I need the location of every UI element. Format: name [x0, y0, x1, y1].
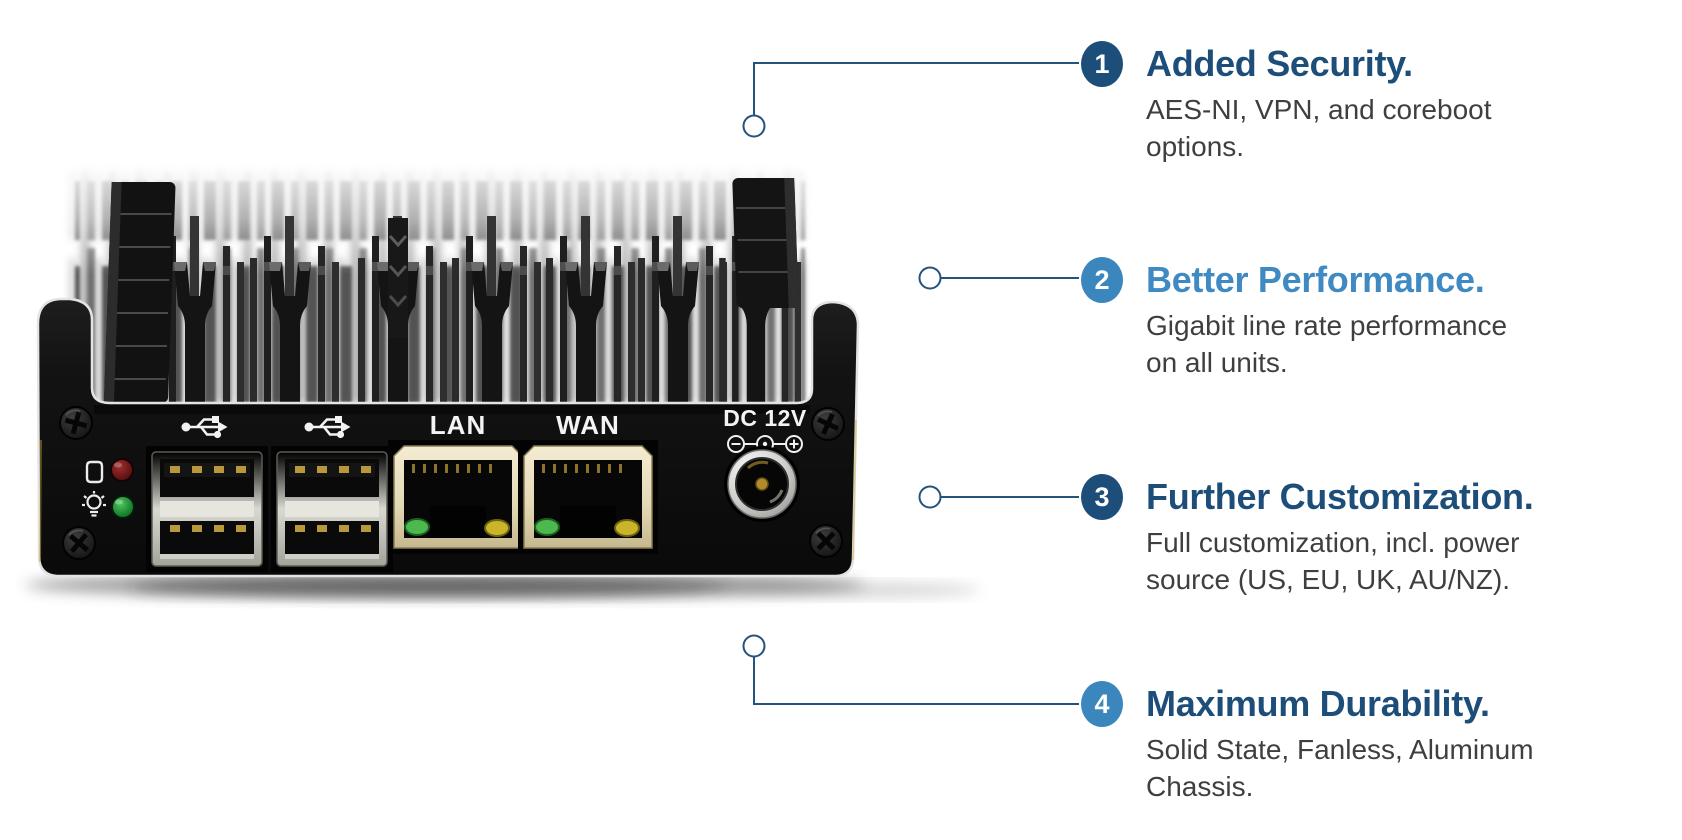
callout-3-title: Further Customization. — [1146, 476, 1534, 517]
screw-bottom-left — [62, 526, 96, 560]
lan-label: LAN — [430, 410, 486, 440]
dc-polarity-icon — [727, 435, 803, 453]
connector-dot-4 — [742, 634, 766, 658]
device-shadow — [25, 572, 980, 598]
body-line: Full customization, incl. power — [1146, 527, 1520, 558]
screw-top-right — [811, 407, 845, 441]
body-line: Chassis. — [1146, 771, 1254, 802]
heatsink-left-column — [103, 182, 176, 403]
dc-label: DC 12V — [723, 405, 807, 431]
callout-2: Better Performance. Gigabit line rate pe… — [1146, 258, 1636, 381]
screw-bottom-right — [809, 524, 843, 558]
body-line: Gigabit line rate performance — [1146, 310, 1508, 341]
front-panel: LAN WAN — [36, 297, 860, 578]
body-line: options. — [1146, 131, 1245, 162]
callout-1-body: AES-NI, VPN, and coreboot options. — [1146, 91, 1636, 165]
heatsink-right-column — [732, 178, 799, 308]
lan-activity-led — [484, 519, 510, 537]
power-led — [111, 495, 135, 519]
callout-3-body: Full customization, incl. power source (… — [1146, 524, 1636, 598]
callout-4-title: Maximum Durability. — [1146, 683, 1490, 724]
callout-connectors — [742, 62, 1079, 705]
callout-4-body: Solid State, Fanless, Aluminum Chassis. — [1146, 731, 1636, 805]
connector-dot-3 — [918, 485, 942, 509]
connector-dot-1 — [742, 114, 766, 138]
callout-4: Maximum Durability. Solid State, Fanless… — [1146, 682, 1636, 805]
callout-2-body: Gigabit line rate performance on all uni… — [1146, 307, 1636, 381]
body-line: AES-NI, VPN, and coreboot — [1146, 94, 1492, 125]
screw-top-left — [59, 406, 93, 440]
power-icon — [82, 491, 106, 517]
heatsink-fins — [55, 150, 815, 403]
chevron-fin — [388, 218, 408, 338]
body-line: on all units. — [1146, 347, 1288, 378]
callout-3: Further Customization. Full customizatio… — [1146, 475, 1636, 598]
usb-port-stack-2 — [271, 446, 393, 572]
wan-port — [518, 440, 658, 554]
callout-2-title: Better Performance. — [1146, 259, 1485, 300]
wan-link-led — [534, 518, 560, 536]
wan-activity-led — [614, 519, 640, 537]
usb-icon — [181, 416, 228, 439]
connector-dot-2 — [918, 266, 942, 290]
lan-link-led — [404, 518, 430, 536]
body-line: Solid State, Fanless, Aluminum — [1146, 734, 1534, 765]
connector-line-1 — [753, 62, 1079, 115]
callout-1: Added Security. AES-NI, VPN, and coreboo… — [1146, 42, 1636, 165]
dc-power-jack — [724, 446, 800, 522]
usb-port-stack-1 — [146, 446, 268, 572]
connector-line-4 — [753, 657, 1079, 705]
body-line: source (US, EU, UK, AU/NZ). — [1146, 564, 1511, 595]
callout-4-badge: 4 — [1081, 681, 1123, 727]
disk-icon — [85, 460, 104, 484]
disk-led — [110, 458, 134, 482]
lan-port — [388, 440, 528, 554]
callout-1-title: Added Security. — [1146, 43, 1413, 84]
callout-2-badge: 2 — [1081, 257, 1123, 303]
callout-3-badge: 3 — [1081, 474, 1123, 520]
usb-icon — [304, 416, 351, 439]
wan-label: WAN — [556, 410, 620, 440]
callout-1-badge: 1 — [1081, 41, 1123, 87]
